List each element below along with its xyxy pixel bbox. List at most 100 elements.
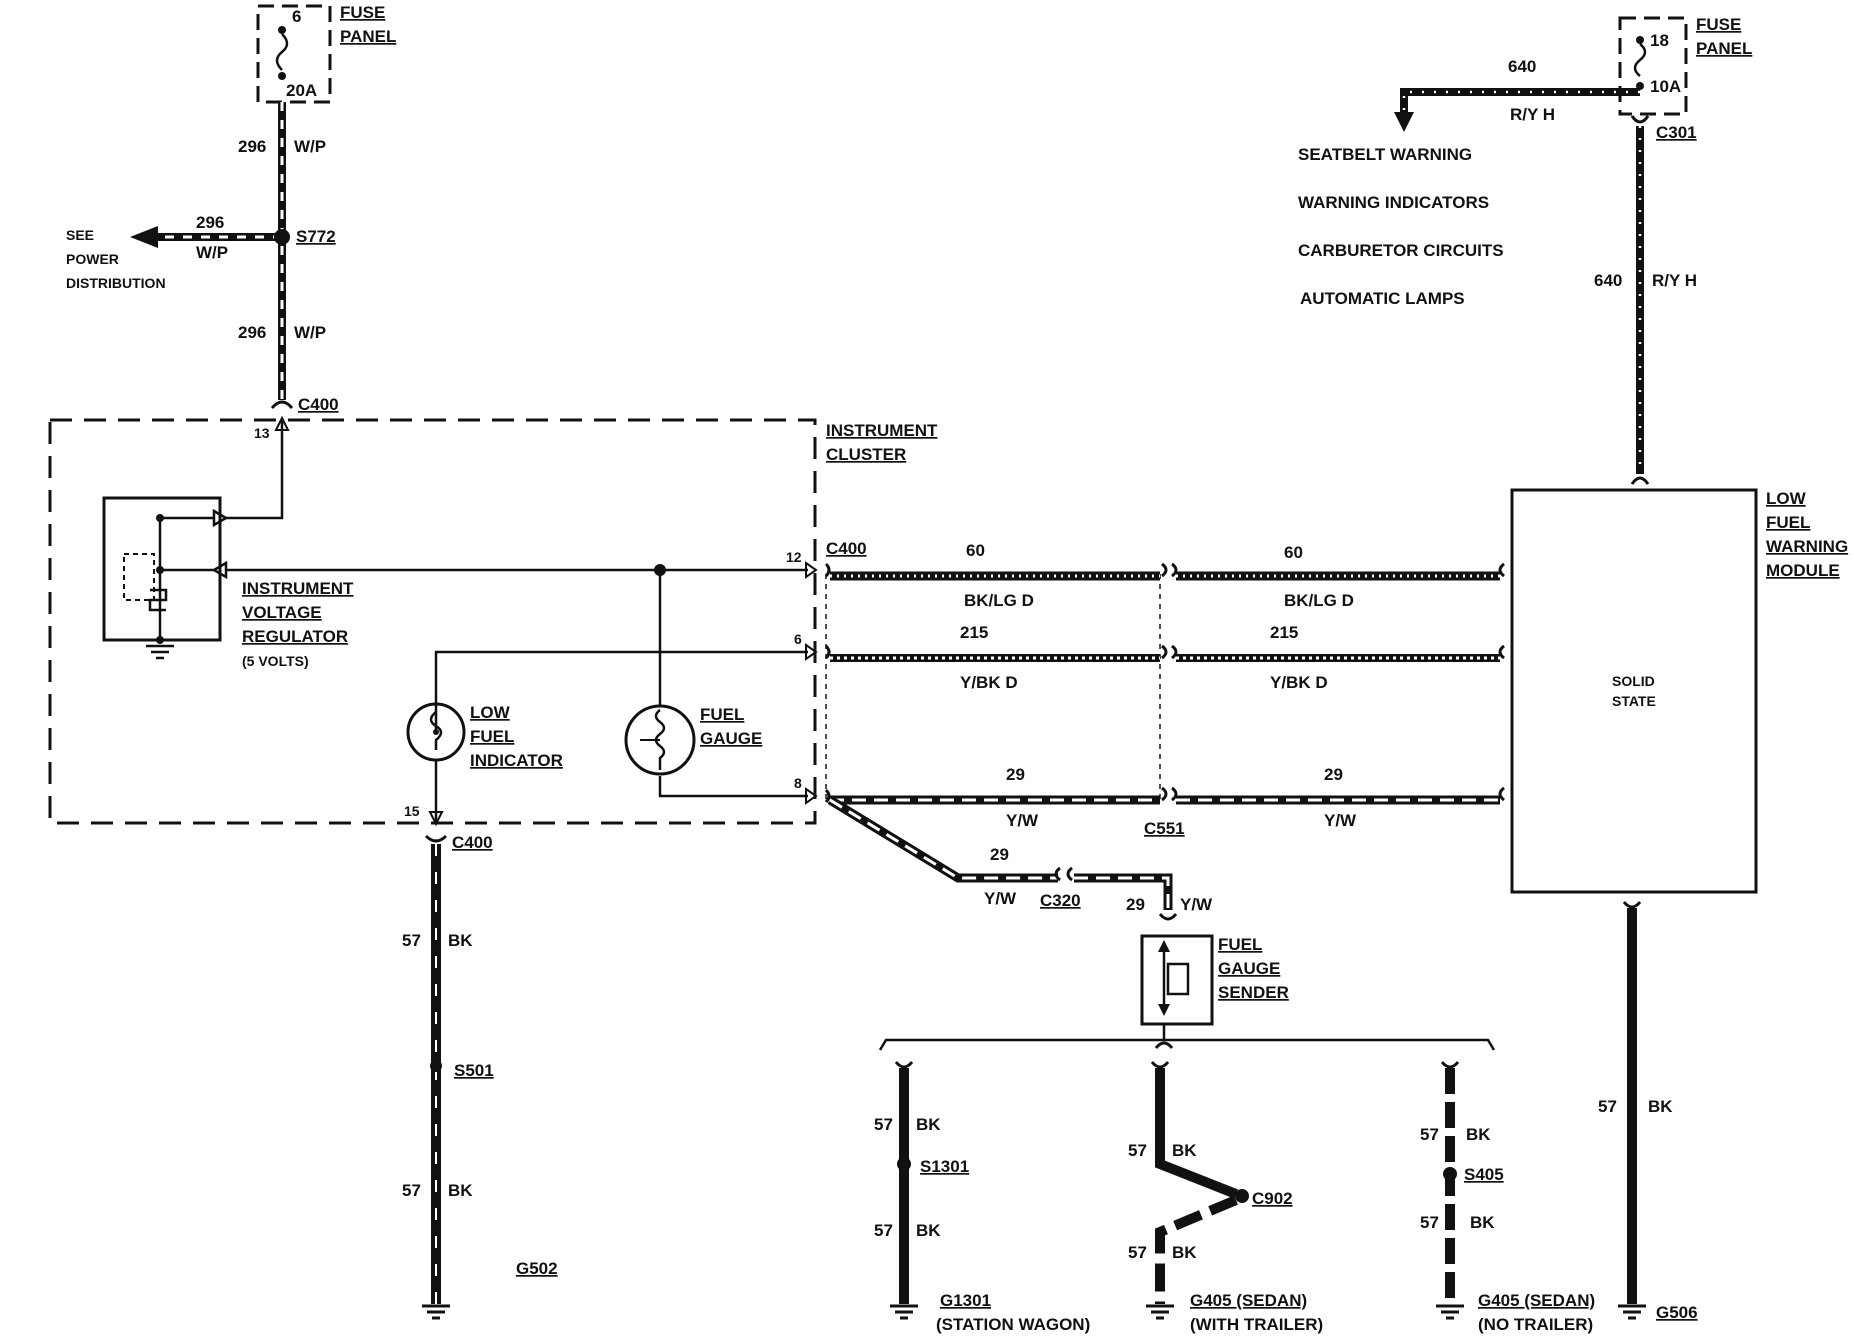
wire-640-ryh-branch: 640 R/Y H — [1394, 57, 1640, 132]
ground-wire-g506: 57 BK G506 — [1598, 901, 1698, 1322]
regulator-volts-label: (5 VOLTS) — [242, 653, 309, 669]
module-label: LOW — [1766, 489, 1807, 508]
connector-label: C301 — [1656, 123, 1697, 142]
wire-color-yw: Y/W — [984, 889, 1017, 908]
arrow-down-icon — [1394, 112, 1414, 132]
connector-label: C902 — [1252, 1189, 1293, 1208]
wire-color-bk: BK — [1466, 1125, 1491, 1144]
wire-296-wp: 296 W/P 296 W/P — [238, 102, 326, 400]
wire-color-bk: BK — [1470, 1213, 1495, 1232]
fuse-panel-left-label-1: FUSE — [340, 3, 385, 22]
ground-variant-label: (WITH TRAILER) — [1190, 1315, 1323, 1334]
ground-label: G1301 — [940, 1291, 991, 1310]
wire-number-29: 29 — [990, 845, 1009, 864]
fuse-left-number: 6 — [292, 7, 301, 26]
ground-wire-g405-no-trailer: 57 BK S405 57 BK G405 (SEDAN) (NO TRAILE… — [1420, 1061, 1595, 1334]
wire-number-57: 57 — [1420, 1213, 1439, 1232]
wire-color-ybk: Y/BK D — [1270, 673, 1328, 692]
splice-label: S501 — [454, 1061, 494, 1080]
low-fuel-warning-module: SOLID STATE LOW FUEL WARNING MODULE — [1510, 488, 1848, 894]
wire-number-57: 57 — [402, 1181, 421, 1200]
instrument-voltage-regulator: INSTRUMENT VOLTAGE REGULATOR (5 VOLTS) — [102, 496, 354, 669]
see-power-label: DISTRIBUTION — [66, 275, 166, 291]
ground-label: G506 — [1656, 1303, 1698, 1322]
fuel-gauge-meter: FUEL GAUGE 8 — [624, 570, 818, 805]
wire-number-57: 57 — [874, 1221, 893, 1240]
sender-label: SENDER — [1218, 983, 1289, 1002]
wire-number-57: 57 — [402, 931, 421, 950]
splice-label: S405 — [1464, 1165, 1504, 1184]
wire-number-57: 57 — [1420, 1125, 1439, 1144]
arrow-left-icon — [130, 226, 158, 248]
wire-number-296: 296 — [238, 323, 266, 342]
wire-color-yw: Y/W — [1324, 811, 1357, 830]
wire-color-ryh: R/Y H — [1652, 271, 1697, 290]
wire-number-57: 57 — [1128, 1141, 1147, 1160]
wire-number-29: 29 — [1126, 895, 1145, 914]
low-fuel-indicator-label: INDICATOR — [470, 751, 563, 770]
fuel-gauge-label: FUEL — [700, 705, 744, 724]
circuit-warning-indicators: WARNING INDICATORS — [1298, 193, 1489, 212]
wire-number-640: 640 — [1508, 57, 1536, 76]
instrument-cluster-label: CLUSTER — [826, 445, 906, 464]
see-power-label: SEE — [66, 227, 94, 243]
wire-number-60: 60 — [1284, 543, 1303, 562]
module-label: MODULE — [1766, 561, 1840, 580]
regulator-label: VOLTAGE — [242, 603, 322, 622]
wire-color-wp: W/P — [294, 137, 326, 156]
fuse-right-amperage: 10A — [1650, 77, 1681, 96]
wire-color-bk: BK — [916, 1115, 941, 1134]
ground-label: G405 (SEDAN) — [1478, 1291, 1595, 1310]
connector-label: C400 — [452, 833, 493, 852]
wire-number-640: 640 — [1594, 271, 1622, 290]
solid-state-label: SOLID — [1612, 673, 1655, 689]
wire-color-bklg: BK/LG D — [964, 591, 1034, 610]
fuel-gauge-sender: FUEL GAUGE SENDER — [1140, 934, 1289, 1026]
see-power-label: POWER — [66, 251, 119, 267]
module-label: WARNING — [1766, 537, 1848, 556]
wire-640-ryh: C301 640 R/Y H — [1594, 115, 1697, 485]
wire-color-ryh: R/Y H — [1510, 105, 1555, 124]
connector-label: C400 — [298, 395, 339, 414]
wire-color-yw: Y/W — [1180, 895, 1213, 914]
connector-label: C400 — [826, 539, 867, 558]
wire-number-60: 60 — [966, 541, 985, 560]
ground-label: G502 — [516, 1259, 558, 1278]
wire-color-bk: BK — [1172, 1141, 1197, 1160]
wire-number-57: 57 — [874, 1115, 893, 1134]
low-fuel-indicator-lamp: LOW FUEL INDICATOR 15 — [404, 702, 563, 827]
wire-color-wp: W/P — [294, 323, 326, 342]
regulator-label: INSTRUMENT — [242, 579, 354, 598]
fuse-right-number: 18 — [1650, 31, 1669, 50]
instrument-cluster-boundary — [48, 418, 817, 825]
low-fuel-indicator-label: LOW — [470, 703, 511, 722]
fuse-panel-right: 18 10A FUSE PANEL — [1618, 15, 1752, 116]
wire-215-ybk: 215 Y/BK D 215 Y/BK D — [824, 623, 1505, 692]
splice-label: S1301 — [920, 1157, 969, 1176]
wire-color-bk: BK — [1172, 1243, 1197, 1262]
wire-color-ybk: Y/BK D — [960, 673, 1018, 692]
low-fuel-indicator-label: FUEL — [470, 727, 514, 746]
wire-number-296: 296 — [238, 137, 266, 156]
sender-label: GAUGE — [1218, 959, 1280, 978]
fuse-panel-left: 6 20A FUSE PANEL — [256, 3, 396, 104]
ground-variant-label: (NO TRAILER) — [1478, 1315, 1593, 1334]
wire-color-bklg: BK/LG D — [1284, 591, 1354, 610]
wire-number-296: 296 — [196, 213, 224, 232]
wire-number-29: 29 — [1324, 765, 1343, 784]
ground-wire-g1301: 57 BK S1301 57 BK G1301 (STATION WAGON) — [874, 1061, 1090, 1334]
wire-number-215: 215 — [1270, 623, 1298, 642]
wire-60-bklg: 60 BK/LG D 60 BK/LG D — [824, 541, 1505, 610]
ground-wire-g502: C400 57 BK S501 57 BK G502 — [402, 833, 558, 1320]
wire-29-yw: 29 Y/W C551 29 Y/W — [824, 765, 1505, 838]
ground-label: G405 (SEDAN) — [1190, 1291, 1307, 1310]
wire-number-29: 29 — [1006, 765, 1025, 784]
connector-c400-mid: C400 — [825, 539, 867, 800]
wire-number-57: 57 — [1598, 1097, 1617, 1116]
wire-color-yw: Y/W — [1006, 811, 1039, 830]
pin-number: 8 — [794, 775, 802, 791]
connector-label: C320 — [1040, 891, 1081, 910]
fuel-gauge-label: GAUGE — [700, 729, 762, 748]
pin-number: 13 — [254, 425, 270, 441]
